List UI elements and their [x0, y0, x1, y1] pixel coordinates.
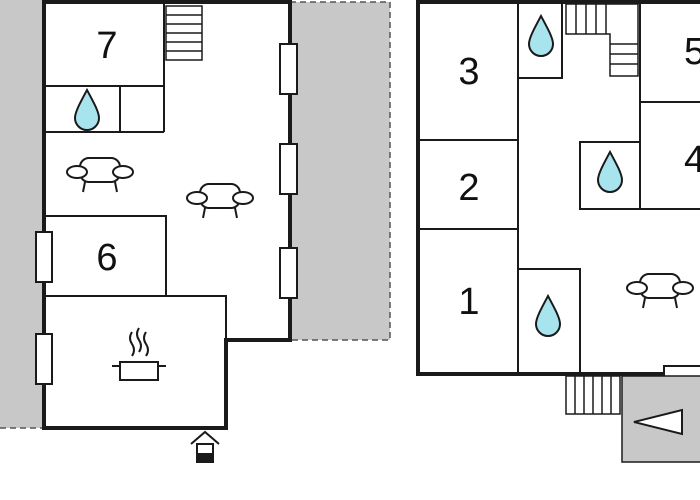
stairs-icon — [165, 5, 203, 61]
room-number-5: 5 — [684, 31, 700, 73]
room-number-1: 1 — [458, 281, 479, 323]
room-number-6: 6 — [96, 237, 117, 279]
window — [35, 231, 53, 283]
entrance-arrow-icon — [190, 430, 220, 463]
terrain-right-strip — [290, 2, 390, 340]
water-drop-icon — [73, 87, 101, 131]
parking-arrow-icon — [633, 408, 683, 436]
window — [279, 247, 298, 299]
water-drop-icon — [596, 149, 624, 193]
sofa-icon — [186, 183, 254, 219]
room-number-4: 4 — [684, 139, 700, 181]
room-number-2: 2 — [458, 167, 479, 209]
sofa-icon — [626, 273, 694, 309]
stairs-icon — [565, 375, 621, 415]
room-number-7: 7 — [96, 25, 117, 67]
sofa-icon — [66, 157, 134, 193]
outer-wall-right — [416, 0, 700, 376]
building-right: 3 2 1 5 4 — [416, 0, 700, 463]
window — [35, 333, 53, 385]
room-number-3: 3 — [458, 51, 479, 93]
window — [279, 43, 298, 95]
water-drop-icon — [527, 13, 555, 57]
cooking-pot-icon — [112, 327, 166, 381]
water-drop-icon — [534, 293, 562, 337]
building-left: 7 6 — [0, 0, 391, 463]
stairs-icon — [565, 3, 639, 77]
window — [279, 143, 298, 195]
